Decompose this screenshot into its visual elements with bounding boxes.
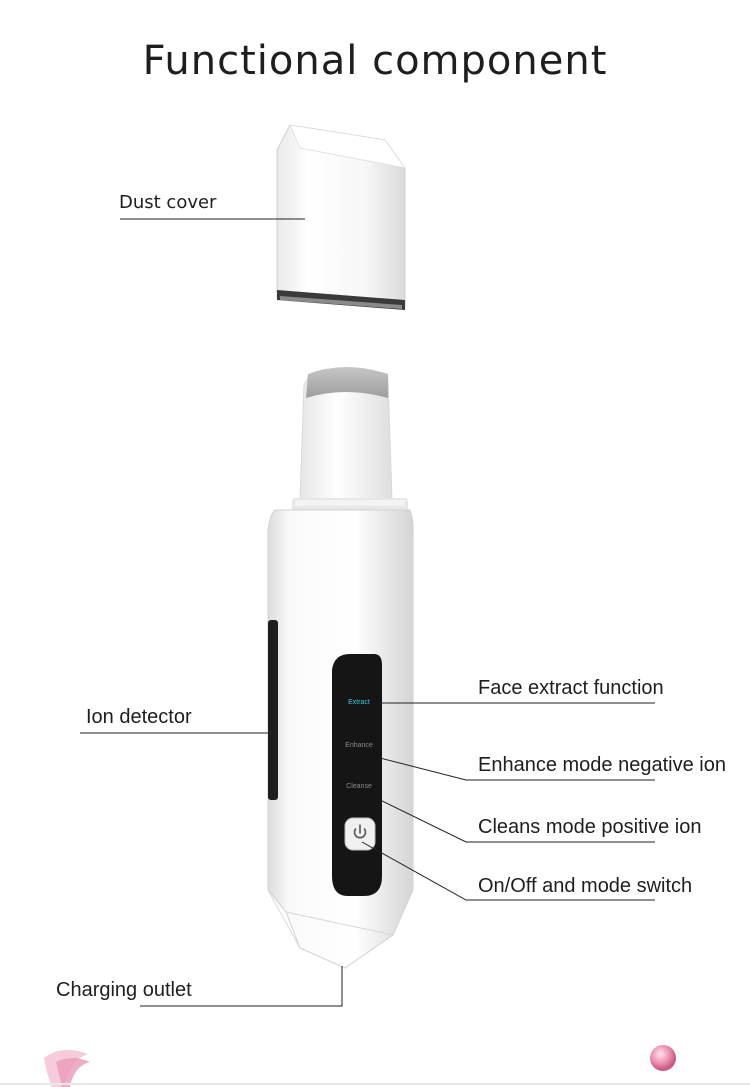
page-title: Functional component	[142, 38, 608, 84]
label-face-extract: Face extract function	[478, 677, 664, 699]
label-cleans-mode: Cleans mode positive ion	[478, 816, 702, 838]
leader-lines	[80, 218, 655, 1007]
label-ion-detector: Ion detector	[86, 706, 192, 728]
label-on-off-switch: On/Off and mode switch	[478, 875, 693, 897]
device-body-illustration: Extract Enhance Cleanse	[267, 509, 414, 969]
dust-cover-illustration	[276, 124, 406, 310]
bottom-divider	[0, 1083, 750, 1085]
leader-line-cleanse	[379, 799, 655, 843]
label-enhance-mode: Enhance mode negative ion	[478, 754, 726, 776]
leader-line-charging	[140, 966, 343, 1007]
pink-pearl-decoration	[650, 1045, 676, 1071]
leader-line-onoff	[361, 841, 655, 901]
control-panel	[332, 654, 382, 896]
leader-line-enhance	[379, 757, 655, 781]
panel-cleanse-text: Cleanse	[346, 783, 372, 790]
panel-extract-text: Extract	[348, 699, 370, 706]
power-button[interactable]	[344, 817, 376, 851]
label-dust-cover: Dust cover	[119, 192, 217, 213]
label-charging-outlet: Charging outlet	[56, 979, 192, 1001]
ion-detector-strip	[268, 620, 278, 800]
device-head-illustration	[292, 367, 408, 512]
panel-enhance-text: Enhance	[345, 742, 373, 749]
power-icon	[353, 824, 367, 839]
pink-ribbon-decoration	[44, 1049, 90, 1087]
